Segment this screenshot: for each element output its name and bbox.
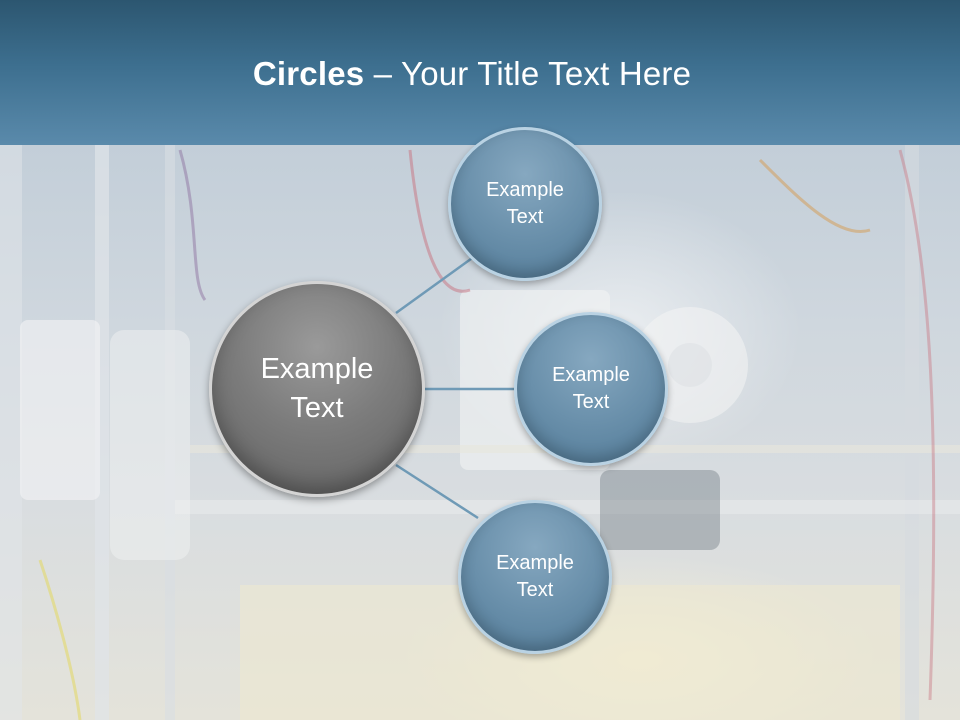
wire bbox=[178, 149, 207, 301]
connector-line-1 bbox=[395, 254, 476, 315]
printer-rod bbox=[905, 145, 919, 720]
center-circle[interactable]: Example Text bbox=[209, 281, 425, 497]
wire bbox=[758, 158, 871, 233]
carriage-shape bbox=[110, 330, 190, 560]
title-bold: Circles bbox=[252, 55, 365, 92]
carriage-shape bbox=[20, 320, 100, 500]
title-rest: – Your Title Text Here bbox=[364, 55, 692, 92]
center-circle-label: Example Text bbox=[260, 352, 374, 424]
wire bbox=[408, 149, 471, 293]
printer-rod bbox=[95, 145, 109, 720]
node-circle-label: Example Text bbox=[486, 179, 564, 228]
wire bbox=[38, 559, 82, 720]
connector-line-3 bbox=[395, 463, 479, 520]
printer-frame bbox=[0, 145, 22, 720]
slide-title: Circles – Your Title Text Here bbox=[0, 55, 944, 93]
wire bbox=[898, 149, 936, 701]
node-circle-3[interactable]: Example Text bbox=[458, 500, 612, 654]
node-circle-1[interactable]: Example Text bbox=[448, 127, 602, 281]
gear-hub bbox=[668, 343, 712, 387]
title-bar: Circles – Your Title Text Here bbox=[0, 0, 960, 145]
node-circle-label: Example Text bbox=[552, 364, 630, 413]
fan-shape bbox=[600, 470, 720, 550]
node-circle-2[interactable]: Example Text bbox=[514, 312, 668, 466]
node-circle-label: Example Text bbox=[496, 552, 574, 601]
